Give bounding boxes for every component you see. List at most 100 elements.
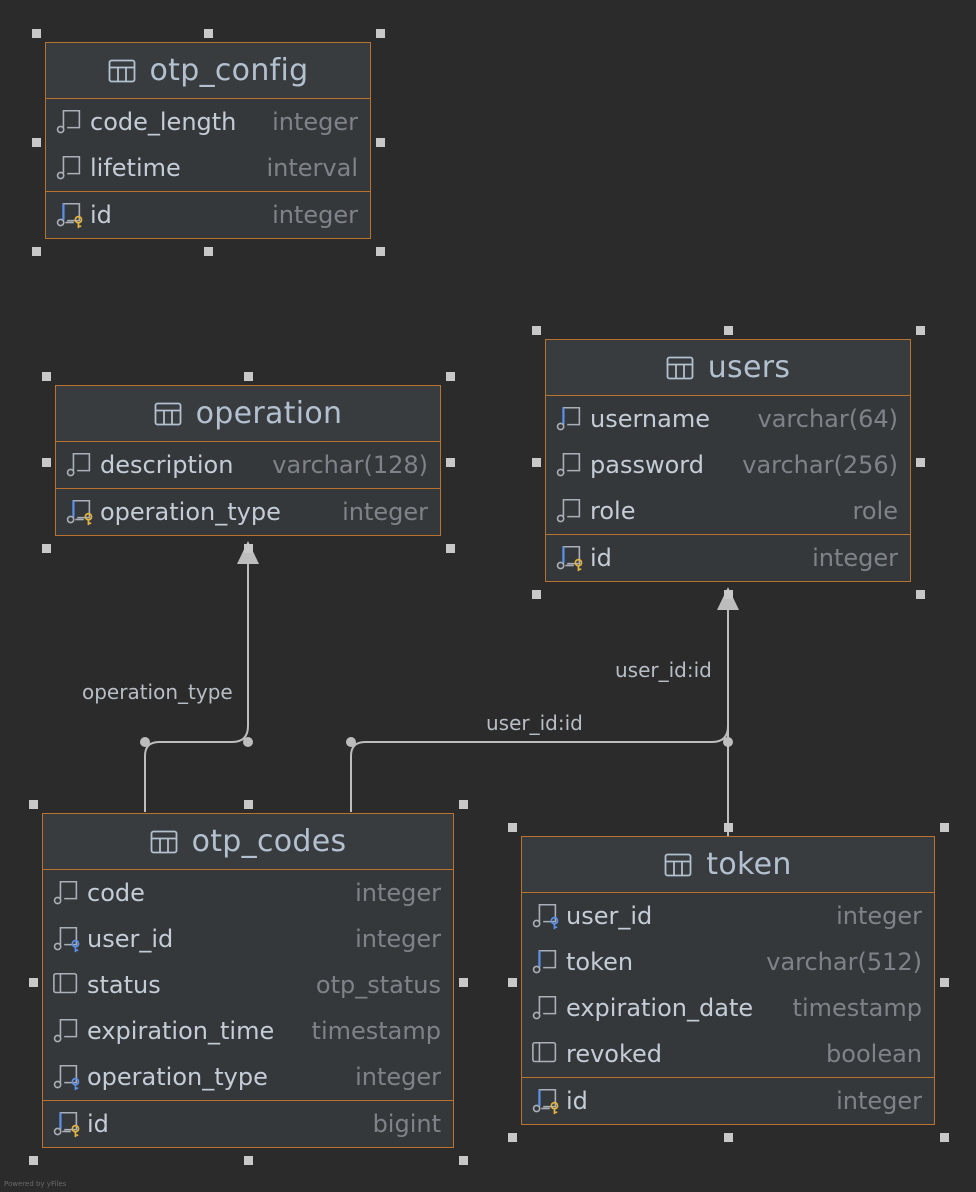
nullable-column-icon xyxy=(530,1039,562,1069)
field-name: id xyxy=(90,201,112,229)
field-name: role xyxy=(590,497,636,525)
field-name: password xyxy=(590,451,704,479)
table-icon xyxy=(664,853,692,877)
selection-handle[interactable] xyxy=(507,1132,517,1142)
selection-handle[interactable] xyxy=(915,325,925,335)
selection-handle[interactable] xyxy=(458,977,468,987)
selection-handle[interactable] xyxy=(458,799,468,809)
primary-key-icon xyxy=(554,543,586,573)
column-icon xyxy=(51,878,83,908)
selection-handle[interactable] xyxy=(445,371,455,381)
selection-handle[interactable] xyxy=(375,246,385,256)
field-row[interactable]: id integer xyxy=(46,192,370,238)
selection-handle[interactable] xyxy=(243,799,253,809)
edge-label-otp-codes-user-id: user_id:id xyxy=(486,711,583,735)
field-name: token xyxy=(566,948,634,976)
selection-handle[interactable] xyxy=(203,246,213,256)
field-type: varchar(128) xyxy=(272,451,428,479)
field-type: integer xyxy=(836,902,922,930)
selection-handle[interactable] xyxy=(939,1132,949,1142)
selection-handle[interactable] xyxy=(375,28,385,38)
selection-handle[interactable] xyxy=(31,246,41,256)
selection-handle[interactable] xyxy=(31,137,41,147)
selection-handle[interactable] xyxy=(375,137,385,147)
table-token[interactable]: token user_id integer token varchar(512) expi… xyxy=(521,836,935,1125)
selection-handle[interactable] xyxy=(939,977,949,987)
field-row[interactable]: token varchar(512) xyxy=(522,939,934,985)
table-header[interactable]: otp_codes xyxy=(43,814,453,870)
field-type: integer xyxy=(272,201,358,229)
selection-handle[interactable] xyxy=(28,1155,38,1165)
edge-bend-dot xyxy=(346,737,356,747)
selection-handle[interactable] xyxy=(243,371,253,381)
selection-handle[interactable] xyxy=(28,977,38,987)
selection-handle[interactable] xyxy=(243,543,253,553)
field-row[interactable]: user_id integer xyxy=(522,893,934,939)
key-separator xyxy=(546,534,910,535)
field-type: boolean xyxy=(826,1040,922,1068)
edge-otp_codes-users[interactable] xyxy=(350,605,729,812)
selection-handle[interactable] xyxy=(458,1155,468,1165)
selection-handle[interactable] xyxy=(723,1132,733,1142)
field-type: integer xyxy=(342,498,428,526)
selection-handle[interactable] xyxy=(445,543,455,553)
table-icon xyxy=(666,356,694,380)
selection-handle[interactable] xyxy=(531,457,541,467)
column-icon xyxy=(54,107,86,137)
selection-handle[interactable] xyxy=(28,799,38,809)
field-type: timestamp xyxy=(792,994,922,1022)
selection-handle[interactable] xyxy=(31,28,41,38)
selection-handle[interactable] xyxy=(507,977,517,987)
selection-handle[interactable] xyxy=(915,589,925,599)
selection-handle[interactable] xyxy=(915,457,925,467)
selection-handle[interactable] xyxy=(203,28,213,38)
table-header[interactable]: otp_config xyxy=(46,43,370,99)
selection-handle[interactable] xyxy=(41,457,51,467)
key-separator xyxy=(43,1100,453,1101)
table-header[interactable]: users xyxy=(546,340,910,396)
selection-handle[interactable] xyxy=(41,543,51,553)
table-header[interactable]: token xyxy=(522,837,934,893)
selection-handle[interactable] xyxy=(531,325,541,335)
selection-handle[interactable] xyxy=(445,457,455,467)
edge-bend-dot xyxy=(140,737,150,747)
selection-handle[interactable] xyxy=(507,822,517,832)
selection-handle[interactable] xyxy=(243,1155,253,1165)
selection-handle[interactable] xyxy=(939,822,949,832)
field-type: varchar(64) xyxy=(757,405,899,433)
field-name: user_id xyxy=(566,902,653,930)
selection-handle[interactable] xyxy=(723,822,733,832)
selection-handle[interactable] xyxy=(41,371,51,381)
yfiles-credit: Powered by yFiles xyxy=(4,1180,67,1188)
selection-handle[interactable] xyxy=(723,325,733,335)
selection-handle[interactable] xyxy=(723,589,733,599)
edge-bend-dot xyxy=(243,737,253,747)
selection-handle[interactable] xyxy=(531,589,541,599)
edge-otp_codes-operation[interactable] xyxy=(144,560,249,812)
table-header[interactable]: operation xyxy=(56,386,440,442)
field-type: integer xyxy=(355,1063,441,1091)
primary-key-icon xyxy=(54,200,86,230)
field-type: varchar(512) xyxy=(766,948,922,976)
